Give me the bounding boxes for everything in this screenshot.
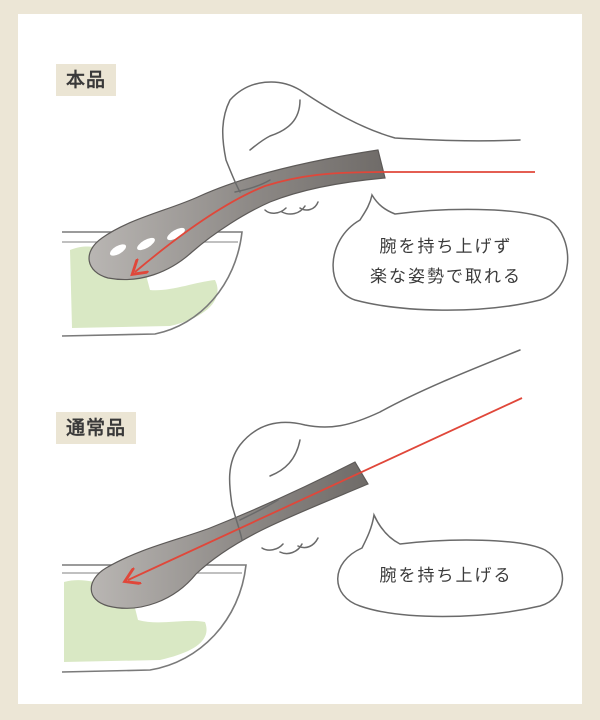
caption-bottom: 腕を持ち上げる bbox=[348, 561, 544, 591]
caption-top-line-1: 腕を持ち上げず bbox=[379, 237, 513, 257]
arrow-bottom bbox=[128, 397, 523, 580]
hand-bottom bbox=[228, 349, 521, 555]
caption-top: 腕を持ち上げず 楽な姿勢で取れる bbox=[342, 232, 550, 292]
hand-top bbox=[222, 81, 521, 215]
arrow-top bbox=[135, 171, 535, 272]
top-scene bbox=[61, 81, 569, 337]
bottom-scene bbox=[61, 349, 564, 673]
label-tag-top: 本品 bbox=[56, 64, 117, 96]
bubble-bottom bbox=[337, 512, 564, 618]
bubble-top bbox=[332, 192, 569, 311]
caption-bottom-line-1: 腕を持ち上げる bbox=[379, 566, 513, 586]
label-tag-bottom: 通常品 bbox=[56, 412, 137, 444]
slotted-spoon bbox=[88, 149, 386, 281]
bowl-top bbox=[61, 231, 243, 337]
plain-spoon bbox=[90, 461, 369, 609]
bowl-bottom bbox=[61, 564, 247, 673]
caption-top-line-2: 楽な姿勢で取れる bbox=[370, 267, 522, 287]
